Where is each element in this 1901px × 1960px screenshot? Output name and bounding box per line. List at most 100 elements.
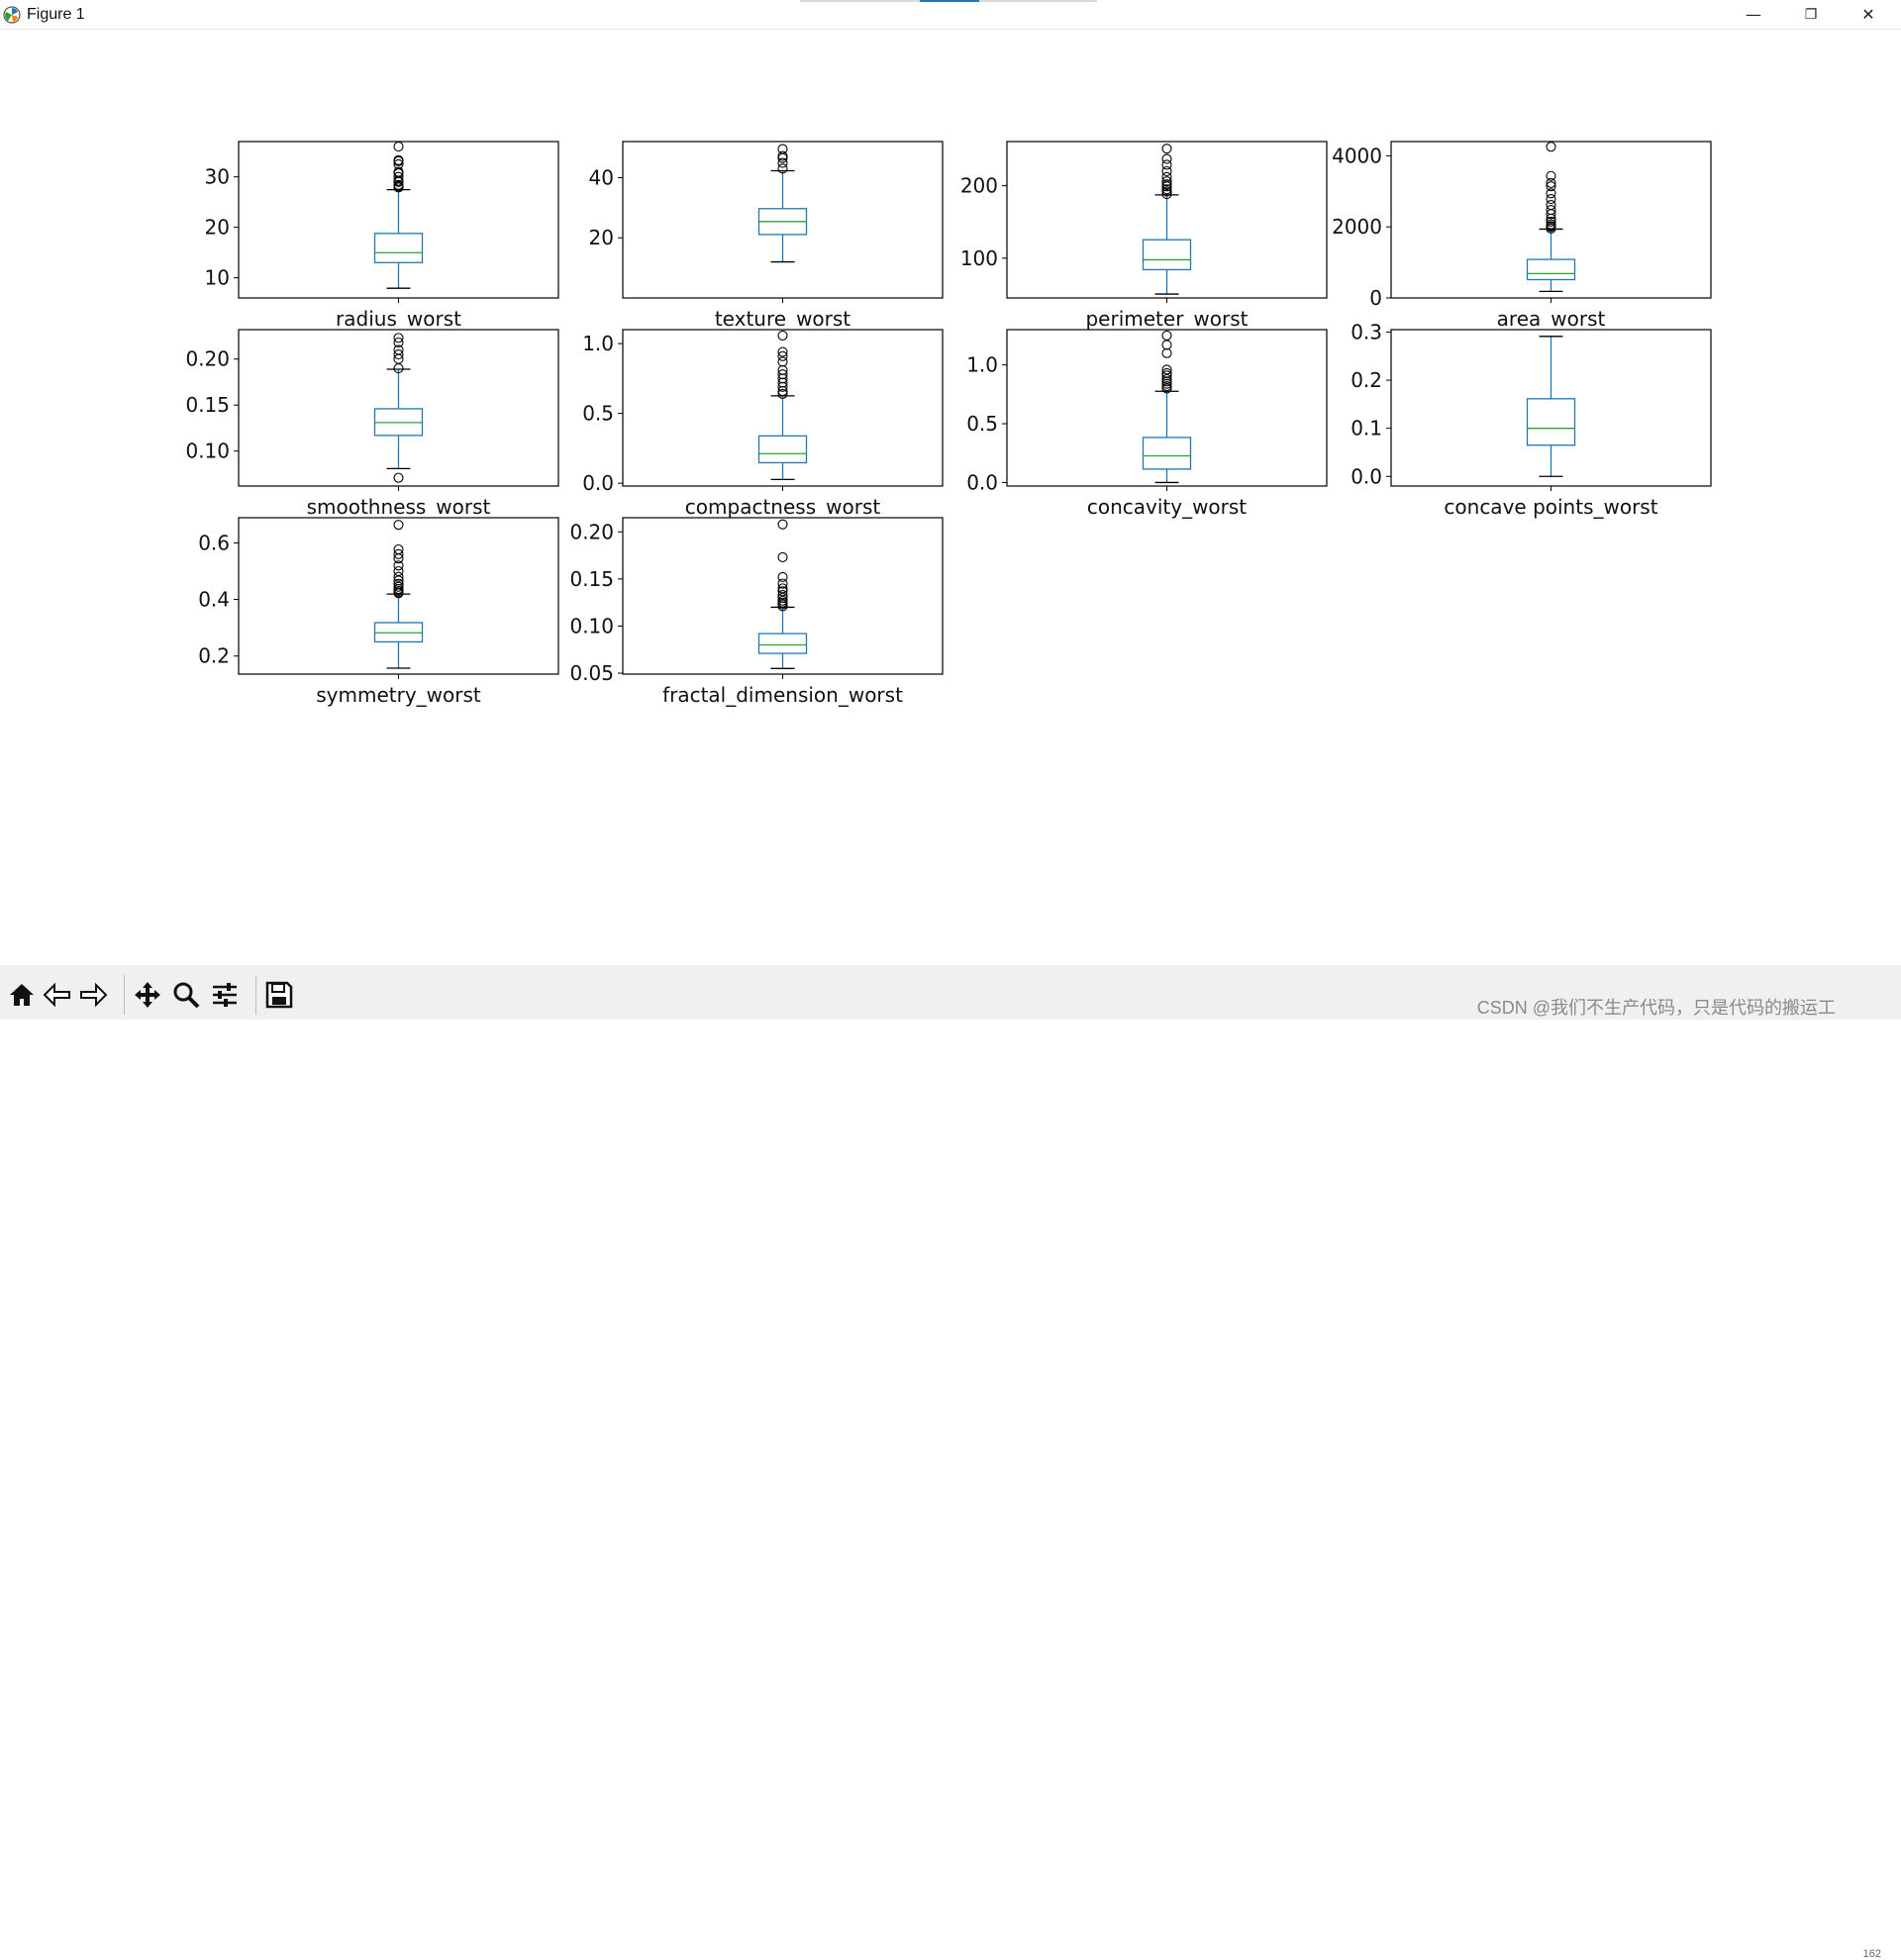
maximize-button[interactable]: ❐ (1804, 6, 1818, 23)
outlier-point (393, 349, 404, 360)
outlier-point (393, 581, 404, 592)
outlier-point (1161, 165, 1172, 177)
pan-button[interactable] (130, 977, 165, 1013)
outlier-point (393, 158, 404, 169)
outlier-point (1161, 179, 1172, 190)
y-tick-label: 0.05 (569, 661, 614, 685)
outlier-point (777, 369, 788, 380)
outlier-point (1161, 378, 1172, 389)
outlier-point (1161, 370, 1172, 381)
outlier-point (777, 578, 788, 589)
y-tick-label: 20 (205, 216, 230, 240)
outlier-point (777, 519, 788, 530)
y-tick-label: 200 (960, 174, 998, 198)
iqr-box (373, 233, 424, 263)
zoom-icon (173, 982, 200, 1009)
x-tick-label: radius_worst (336, 307, 461, 331)
y-tick-label: 0.2 (198, 644, 230, 668)
outlier-point (777, 346, 788, 357)
subplot: 0.0 0.5 1.0 concavity_worst (966, 329, 1328, 519)
outlier-point (777, 356, 788, 367)
status-readout: 162 (1862, 1948, 1881, 1960)
y-tick-label: 4000 (1332, 144, 1382, 167)
y-tick-label: 0.15 (185, 393, 230, 417)
figure-svg: 102030radius_worst2040texture_worst10020… (185, 141, 1712, 707)
y-tick-label: 0.15 (569, 567, 614, 591)
title-accent-bar-highlight (920, 0, 979, 2)
y-tick-label: 10 (205, 266, 230, 290)
y-tick-label: 0.1 (1351, 417, 1382, 441)
back-button[interactable] (40, 977, 75, 1013)
window-title: Figure 1 (27, 6, 85, 23)
outlier-point (777, 388, 788, 399)
outlier-point (777, 589, 788, 601)
x-tick-label: concavity_worst (1087, 495, 1247, 519)
y-tick-label: 0.20 (569, 520, 614, 543)
outlier-point (393, 472, 404, 483)
y-tick-label: 40 (589, 165, 614, 189)
outlier-point (393, 142, 404, 152)
subplot: 0.05 0.10 0.15 0.20 fractal_dimension_worst (569, 517, 944, 707)
outlier-point (393, 560, 404, 571)
iqr-box (757, 633, 808, 654)
outlier-point (777, 551, 788, 563)
outlier-point (777, 157, 788, 168)
iqr-box (757, 435, 808, 464)
y-tick-label: 0.10 (569, 614, 614, 637)
y-tick-label: 0.0 (966, 470, 998, 494)
navigation-toolbar: 162 (0, 965, 1901, 1960)
outlier-point (1161, 184, 1172, 195)
x-tick-label: texture_worst (715, 307, 850, 331)
outlier-point (393, 571, 404, 582)
y-tick-label: 0.5 (966, 412, 998, 436)
x-tick-label: fractal_dimension_worst (662, 683, 903, 707)
outlier-point (1161, 153, 1172, 164)
forward-button[interactable] (75, 977, 111, 1013)
zoom-button[interactable] (168, 977, 204, 1013)
outlier-point (393, 179, 404, 190)
outlier-point (1161, 380, 1172, 392)
y-tick-label: 0.5 (582, 402, 614, 426)
close-button[interactable]: ✕ (1861, 5, 1875, 24)
outlier-point (393, 520, 404, 531)
x-tick-label: smoothness_worst (307, 495, 491, 519)
outlier-point (1546, 216, 1556, 228)
back-icon (43, 982, 70, 1008)
configure-subplots-button[interactable] (207, 977, 243, 1013)
iqr-box (1142, 239, 1192, 271)
home-button[interactable] (4, 977, 40, 1013)
matplotlib-logo-icon (3, 6, 21, 24)
outlier-point (1161, 376, 1172, 387)
outlier-point (777, 144, 788, 154)
x-tick-label: compactness_worst (685, 495, 881, 519)
outlier-point (393, 578, 404, 589)
outlier-point (1546, 219, 1556, 230)
outlier-point (777, 586, 788, 597)
outlier-point (777, 330, 788, 341)
outlier-point (393, 337, 404, 348)
configure-subplots-icon (213, 983, 237, 1007)
y-tick-label: 0 (1369, 286, 1382, 310)
outlier-point (777, 350, 788, 361)
save-button[interactable] (261, 977, 297, 1013)
x-tick-label: area_worst (1497, 307, 1606, 331)
y-tick-label: 20 (589, 226, 614, 249)
y-tick-label: 0.4 (198, 588, 230, 612)
minimize-button[interactable]: — (1746, 5, 1761, 24)
y-tick-label: 2000 (1332, 215, 1382, 239)
outlier-point (777, 163, 788, 174)
forward-icon (80, 982, 108, 1008)
outlier-point (1546, 177, 1556, 188)
y-tick-label: 1.0 (966, 353, 998, 377)
y-tick-label: 0.10 (185, 440, 230, 463)
toolbar-separator (124, 975, 125, 1015)
outlier-point (393, 333, 404, 343)
outlier-point (393, 171, 404, 182)
outlier-point (1546, 170, 1556, 181)
x-tick-label: concave points_worst (1444, 495, 1657, 519)
outlier-point (393, 548, 404, 559)
